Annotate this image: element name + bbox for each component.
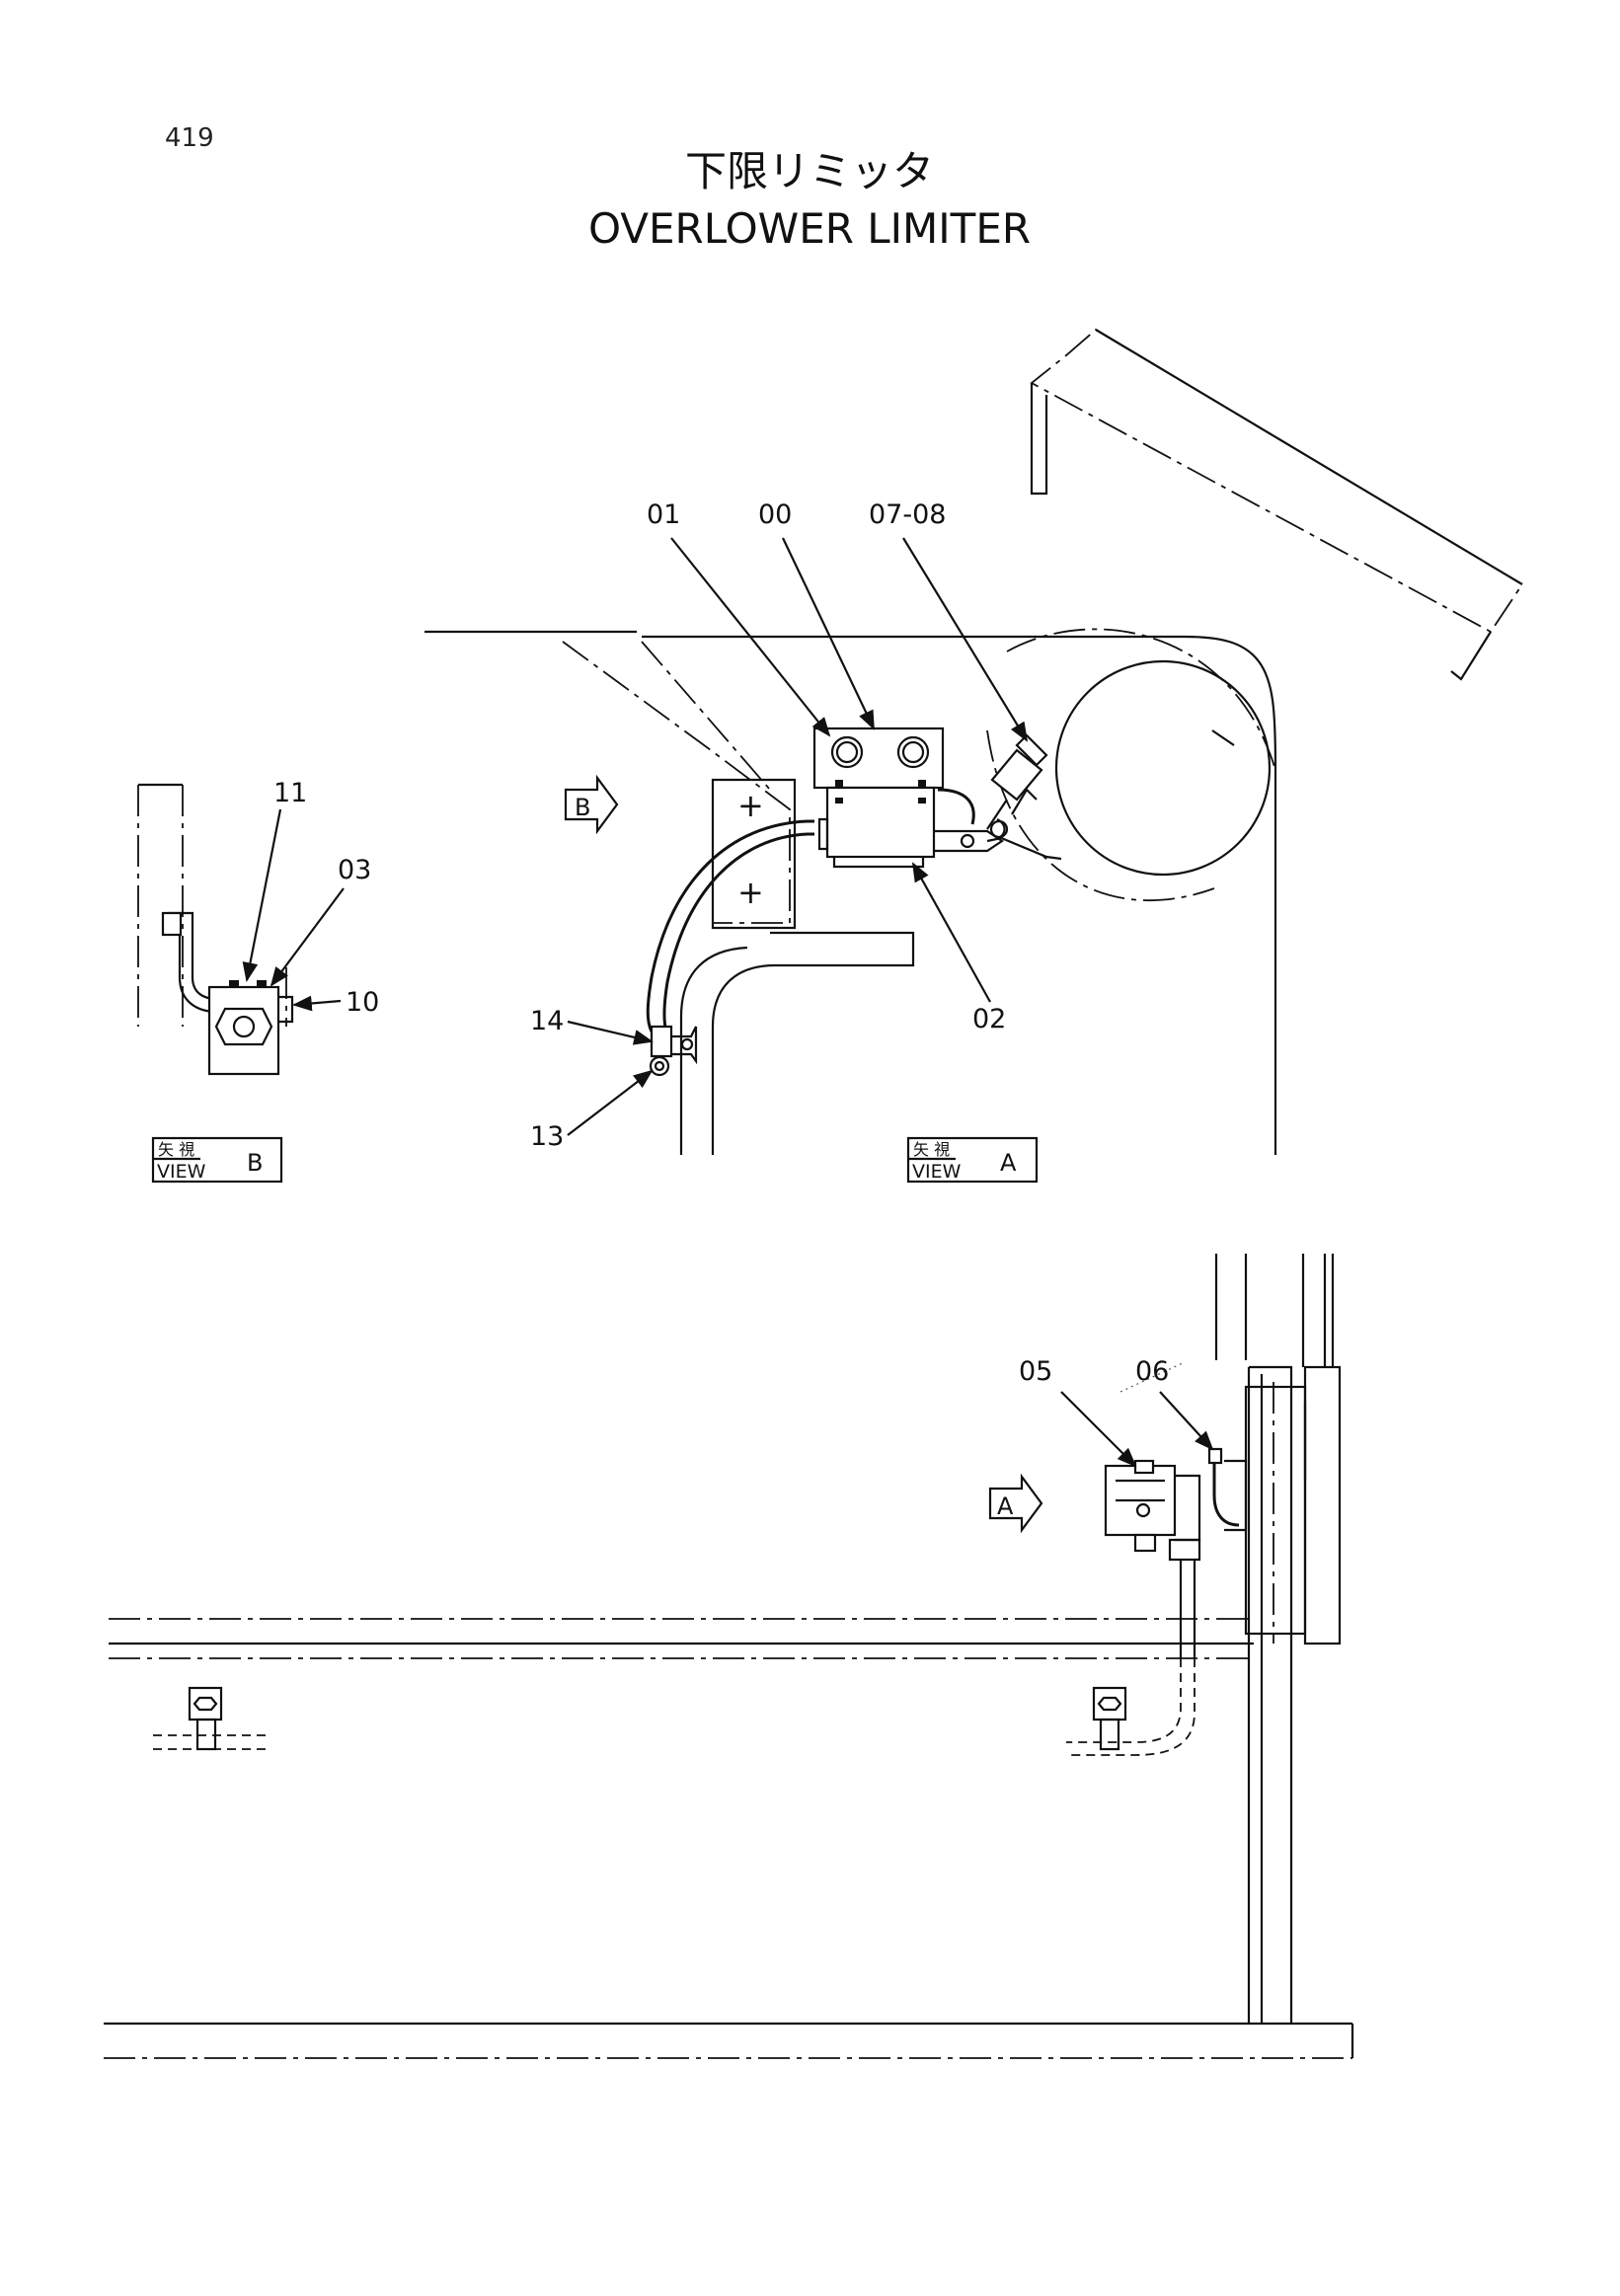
view-b-drawing bbox=[137, 783, 294, 1076]
lower-assembly-drawing bbox=[104, 1254, 1354, 2059]
callout-07-08: 07-08 bbox=[869, 499, 946, 530]
callout-11: 11 bbox=[273, 778, 307, 808]
view-b-badge-letter: B bbox=[575, 794, 590, 821]
view-a-direction-arrow: A bbox=[988, 1473, 1043, 1534]
view-a-drawing: + + bbox=[424, 328, 1524, 1155]
callout-13: 13 bbox=[530, 1121, 564, 1152]
view-a-caption-en: VIEW bbox=[912, 1161, 962, 1183]
title-japanese: 下限リミッタ bbox=[685, 147, 934, 195]
view-a-callouts: 01 00 07-08 02 14 13 bbox=[530, 499, 1029, 1152]
view-b-caption-letter: B bbox=[247, 1149, 263, 1177]
view-b-callouts: 11 03 10 bbox=[242, 778, 379, 1018]
view-a-caption: 矢 視 VIEW A bbox=[906, 1136, 1039, 1184]
lower-callouts: 05 06 bbox=[1019, 1356, 1214, 1468]
callout-14: 14 bbox=[530, 1006, 564, 1036]
view-b-caption-jp: 矢 視 bbox=[158, 1140, 194, 1159]
view-a-caption-letter: A bbox=[1000, 1149, 1017, 1177]
view-b-caption: 矢 視 VIEW B bbox=[151, 1136, 283, 1184]
view-a-caption-jp: 矢 視 bbox=[913, 1140, 950, 1159]
cross-mark: + bbox=[737, 787, 764, 824]
callout-03: 03 bbox=[338, 855, 371, 885]
callout-02: 02 bbox=[972, 1004, 1006, 1034]
page-number: 419 bbox=[165, 123, 214, 153]
view-a-badge-letter: A bbox=[997, 1492, 1014, 1520]
callout-01: 01 bbox=[647, 499, 680, 530]
callout-00: 00 bbox=[758, 499, 792, 530]
view-b-direction-arrow: B bbox=[564, 774, 619, 835]
title-english: OVERLOWER LIMITER bbox=[588, 204, 1031, 253]
cross-mark: + bbox=[737, 874, 764, 911]
view-b-caption-en: VIEW bbox=[157, 1161, 206, 1183]
callout-05: 05 bbox=[1019, 1356, 1052, 1387]
callout-06: 06 bbox=[1135, 1356, 1169, 1387]
callout-10: 10 bbox=[346, 987, 379, 1018]
